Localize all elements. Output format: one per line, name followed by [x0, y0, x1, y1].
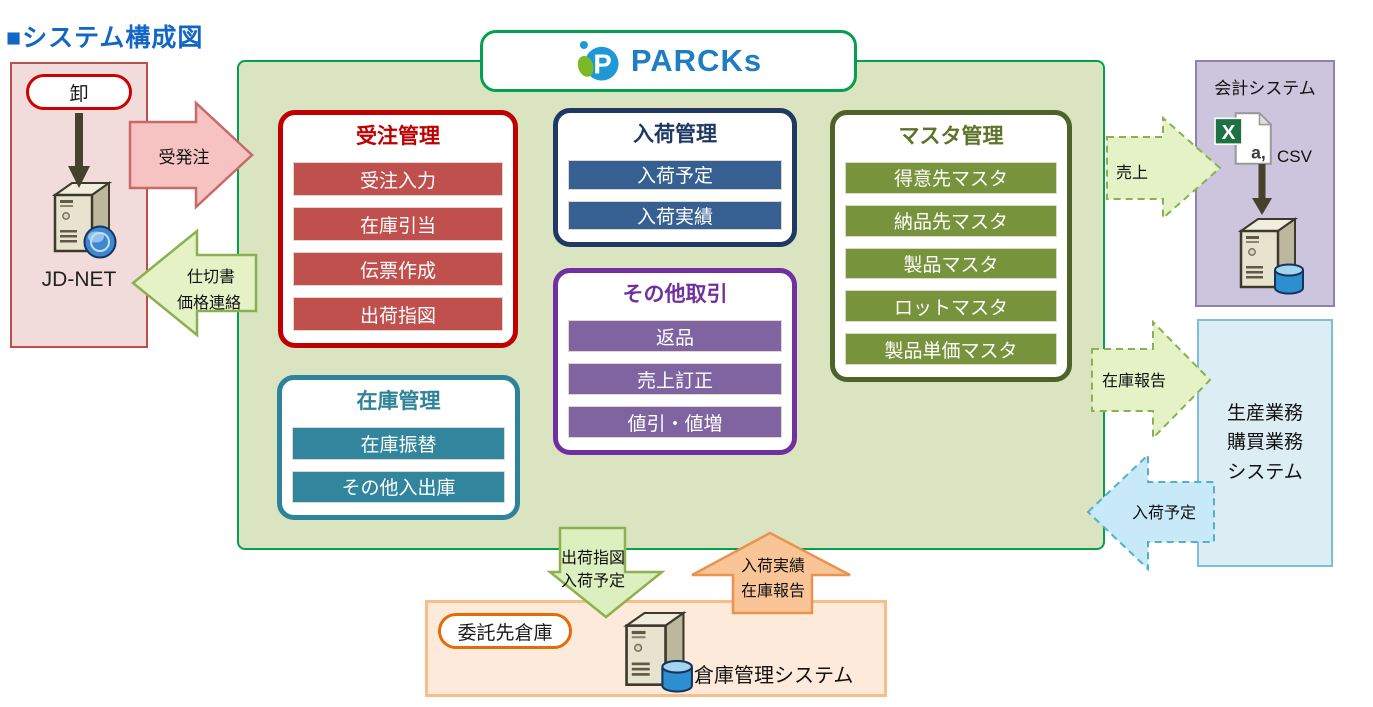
order-flow-arrow [128, 100, 254, 210]
module-arrival-item: 入荷予定 [568, 160, 782, 190]
csv-label: CSV [1277, 147, 1312, 166]
accounting-box: 会計システム X a, CSV [1195, 60, 1335, 307]
svg-text:P: P [593, 48, 611, 79]
module-stock-item: 在庫振替 [292, 427, 505, 460]
module-master: マスタ管理 得意先マスタ 納品先マスタ 製品マスタ ロットマスタ 製品単価マスタ [830, 110, 1072, 382]
svg-text:a,: a, [1251, 143, 1266, 163]
module-order-item: 在庫引当 [293, 207, 503, 241]
to-warehouse-arrow-label: 入荷予定 [561, 572, 625, 590]
excel-csv-file-icon: X a, [1214, 111, 1273, 165]
module-arrival-title: 入荷管理 [633, 123, 717, 146]
module-order-title: 受注管理 [356, 125, 440, 148]
server-globe-icon [51, 181, 117, 259]
module-master-item: 納品先マスタ [845, 204, 1057, 237]
server-database-icon [623, 610, 693, 693]
module-other-title: その他取引 [622, 283, 728, 306]
module-stock: 在庫管理 在庫振替 その他入出庫 [277, 375, 520, 520]
module-master-item: ロットマスタ [845, 290, 1057, 323]
module-other-item: 値引・値増 [568, 406, 782, 438]
production-line: システム [1227, 461, 1303, 483]
arrival-plan-arrow-label: 入荷予定 [1132, 504, 1196, 522]
server-database-icon [1237, 217, 1304, 295]
to-warehouse-arrow-label: 出荷指図 [561, 549, 625, 567]
module-other-item: 返品 [568, 320, 782, 352]
invoice-arrow-label: 仕切書 [187, 268, 235, 286]
production-line: 購買業務 [1226, 432, 1303, 454]
module-other-item: 売上訂正 [568, 363, 782, 395]
parcks-badge: P PARCKs [480, 30, 857, 92]
production-line: 生産業務 [1226, 402, 1303, 424]
module-order-item: 出荷指図 [293, 297, 503, 331]
svg-text:X: X [1222, 121, 1236, 144]
stock-report-arrow [1091, 319, 1212, 441]
stock-report-arrow-label: 在庫報告 [1102, 372, 1166, 390]
module-order-item: 伝票作成 [293, 252, 503, 286]
from-warehouse-arrow-label: 在庫報告 [741, 582, 805, 600]
order-flow-arrow-label: 受発注 [159, 148, 210, 167]
invoice-arrow-label: 価格連絡 [177, 294, 241, 312]
module-stock-title: 在庫管理 [356, 390, 441, 413]
module-other: その他取引 返品 売上訂正 値引・値増 [553, 268, 797, 455]
parcks-logo-icon: P [577, 41, 619, 81]
warehouse-label: 倉庫管理システム [694, 665, 854, 687]
module-arrival-item: 入荷実績 [568, 200, 782, 230]
module-stock-item: その他入出庫 [292, 470, 505, 503]
module-order-item: 受注入力 [293, 162, 503, 196]
arrival-plan-arrow [1086, 452, 1215, 572]
module-master-item: 得意先マスタ [845, 162, 1057, 194]
page-title: ■システム構成図 [6, 24, 204, 52]
warehouse-partner-oval: 委託先倉庫 [438, 613, 572, 649]
module-order: 受注管理 受注入力 在庫引当 伝票作成 出荷指図 [278, 110, 518, 348]
module-arrival: 入荷管理 入荷予定 入荷実績 [553, 108, 797, 247]
jdnet-label: JD-NET [41, 268, 117, 291]
parcks-brand: PARCKs [630, 43, 763, 78]
sales-arrow-label: 売上 [1116, 164, 1148, 182]
module-master-title: マスタ管理 [898, 125, 1004, 148]
warehouse-box: 委託先倉庫 倉庫管理システム [425, 600, 887, 697]
wholesaler-oval: 卸 [26, 74, 132, 110]
production-box: 生産業務 購買業務 システム [1197, 319, 1333, 567]
jdnet-box: 卸 JD-NET [10, 62, 148, 348]
module-master-item: 製品単価マスタ [845, 333, 1057, 365]
from-warehouse-arrow-label: 入荷実績 [741, 557, 805, 575]
module-master-item: 製品マスタ [845, 247, 1057, 280]
accounting-title: 会計システム [1214, 79, 1316, 98]
